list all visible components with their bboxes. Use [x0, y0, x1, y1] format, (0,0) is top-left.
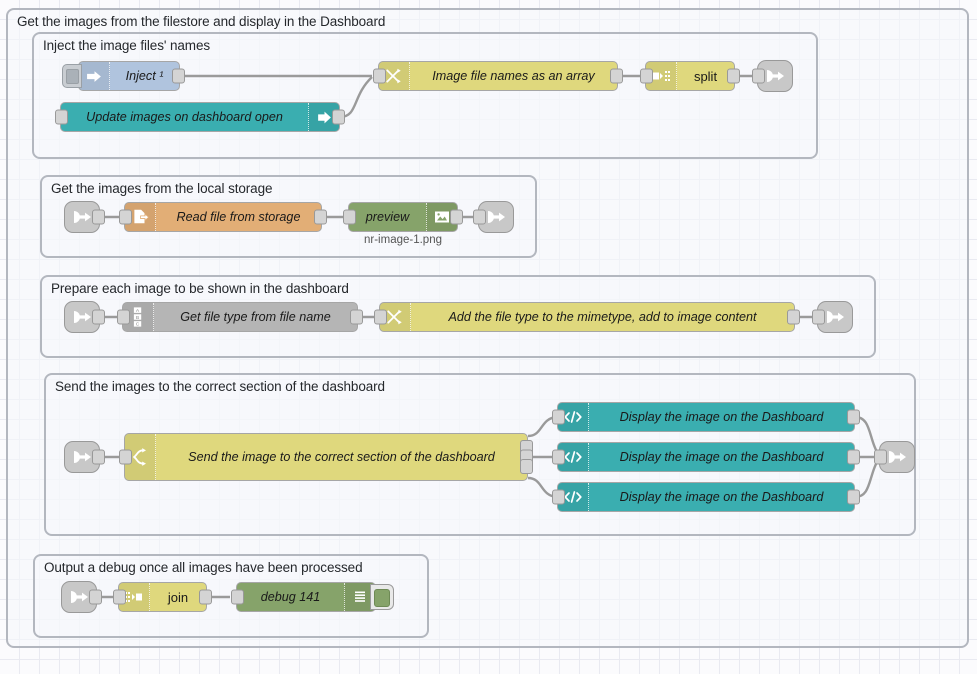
node-add-mimetype-input-port[interactable]	[374, 309, 387, 325]
debug-list-icon	[344, 583, 375, 611]
node-send-to-section-output-port-3[interactable]	[520, 459, 533, 474]
node-debug-label: debug 141	[260, 589, 321, 604]
change-crossed-arrows-icon	[380, 303, 411, 331]
node-link-out-1-input-port[interactable]	[752, 68, 765, 84]
svg-text:C: C	[136, 322, 140, 328]
node-update-images-label: Update images on dashboard open	[86, 109, 283, 124]
node-get-file-type-output-port[interactable]	[350, 309, 363, 325]
node-join-label: join	[167, 589, 189, 605]
svg-text:B: B	[136, 315, 140, 321]
svg-text:A: A	[136, 308, 140, 314]
node-update-images-output-port[interactable]	[332, 109, 345, 125]
node-get-file-type[interactable]: A B C Get file type from file name	[117, 302, 363, 332]
node-link-in-1-output-port[interactable]	[92, 209, 105, 225]
node-display-2-label: Display the image on the Dashboard	[619, 449, 824, 464]
node-display-3[interactable]: Display the image on the Dashboard	[552, 482, 860, 512]
node-add-mimetype-label: Add the file type to the mimetype, add t…	[448, 309, 757, 324]
node-preview-input-port[interactable]	[343, 209, 356, 225]
node-link-in-2[interactable]	[64, 301, 105, 333]
node-split-output-port[interactable]	[727, 68, 740, 84]
node-preview-output-port[interactable]	[450, 209, 463, 225]
node-link-in-3[interactable]	[64, 441, 105, 473]
node-get-file-type-label: Get file type from file name	[180, 309, 331, 324]
node-link-in-4-output-port[interactable]	[89, 589, 102, 605]
node-read-file-label: Read file from storage	[176, 209, 301, 224]
group-local-storage-label: Get the images from the local storage	[51, 181, 273, 196]
node-split-input-port[interactable]	[640, 68, 653, 84]
node-link-out-1[interactable]	[752, 60, 793, 92]
group-inject-names-label: Inject the image files' names	[43, 38, 211, 53]
node-link-out-4[interactable]	[874, 441, 915, 473]
node-link-out-3[interactable]	[812, 301, 853, 333]
node-debug[interactable]: debug 141	[231, 582, 394, 612]
node-read-file-output-port[interactable]	[314, 209, 327, 225]
node-send-to-section[interactable]: Send the image to the correct section of…	[119, 433, 533, 481]
node-link-out-4-input-port[interactable]	[874, 449, 887, 465]
node-link-in-3-output-port[interactable]	[92, 449, 105, 465]
node-display-2-output-port[interactable]	[847, 449, 860, 465]
group-outer-label: Get the images from the filestore and di…	[17, 14, 386, 29]
node-link-out-2-input-port[interactable]	[473, 209, 486, 225]
node-add-mimetype[interactable]: Add the file type to the mimetype, add t…	[374, 302, 800, 332]
node-display-3-label: Display the image on the Dashboard	[619, 489, 824, 504]
node-read-file-input-port[interactable]	[119, 209, 132, 225]
node-preview[interactable]: preview	[343, 202, 463, 232]
node-join-output-port[interactable]	[199, 589, 212, 605]
group-inject-names[interactable]: Inject the image files' names	[32, 32, 818, 159]
node-display-2[interactable]: Display the image on the Dashboard	[552, 442, 860, 472]
node-inject-output-port[interactable]	[172, 68, 185, 84]
node-display-1-input-port[interactable]	[552, 409, 565, 425]
node-link-out-3-input-port[interactable]	[812, 309, 825, 325]
inject-trigger-button[interactable]	[62, 64, 82, 88]
node-display-1[interactable]: Display the image on the Dashboard	[552, 402, 860, 432]
node-send-to-section-label: Send the image to the correct section of…	[188, 449, 495, 464]
node-image-file-names[interactable]: Image file names as an array	[373, 61, 623, 91]
node-split[interactable]: split	[640, 61, 740, 91]
node-inject[interactable]: Inject ¹	[62, 61, 185, 91]
node-split-label: split	[693, 68, 718, 84]
node-display-2-input-port[interactable]	[552, 449, 565, 465]
node-update-images[interactable]: Update images on dashboard open	[55, 102, 345, 132]
node-display-1-label: Display the image on the Dashboard	[619, 409, 824, 424]
node-get-file-type-input-port[interactable]	[117, 309, 130, 325]
node-link-in-4[interactable]	[61, 581, 102, 613]
debug-enable-toggle-button[interactable]	[370, 584, 394, 610]
node-update-images-input-port[interactable]	[55, 109, 68, 125]
node-preview-label: preview	[365, 209, 410, 224]
inject-arrow-icon	[79, 62, 110, 90]
node-preview-sublabel: nr-image-1.png	[364, 234, 442, 246]
image-preview-icon	[426, 203, 457, 231]
node-debug-input-port[interactable]	[231, 589, 244, 605]
group-send-section-label: Send the images to the correct section o…	[55, 379, 385, 394]
node-image-file-names-input-port[interactable]	[373, 68, 386, 84]
node-link-out-2[interactable]	[473, 201, 514, 233]
node-add-mimetype-output-port[interactable]	[787, 309, 800, 325]
node-send-to-section-input-port[interactable]	[119, 449, 132, 465]
node-link-in-1[interactable]	[64, 201, 105, 233]
node-inject-label: Inject ¹	[125, 68, 164, 83]
node-link-in-2-output-port[interactable]	[92, 309, 105, 325]
node-display-1-output-port[interactable]	[847, 409, 860, 425]
group-prepare-image-label: Prepare each image to be shown in the da…	[51, 281, 349, 296]
node-image-file-names-output-port[interactable]	[610, 68, 623, 84]
node-display-3-output-port[interactable]	[847, 489, 860, 505]
node-join-input-port[interactable]	[113, 589, 126, 605]
node-read-file[interactable]: Read file from storage	[119, 202, 327, 232]
node-display-3-input-port[interactable]	[552, 489, 565, 505]
node-image-file-names-label: Image file names as an array	[432, 68, 595, 83]
node-join[interactable]: join	[113, 582, 212, 612]
group-debug-output-label: Output a debug once all images have been…	[44, 560, 363, 575]
